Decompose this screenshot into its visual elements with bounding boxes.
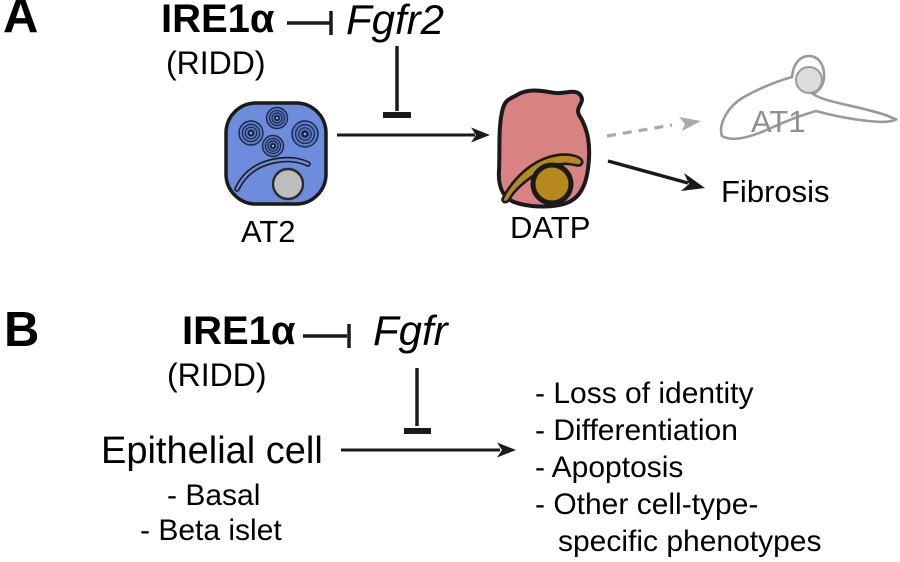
at2-label: AT2	[241, 214, 296, 249]
outcome-other-cell-type: - Other cell-type-	[535, 488, 759, 521]
datp-er	[501, 153, 584, 204]
panel-b-arrow-epithelial-to-outcomes	[341, 442, 516, 458]
panel-b-label: B	[4, 303, 40, 357]
panel-a-arrow-at2-to-datp	[337, 127, 490, 143]
at2-er	[234, 156, 311, 192]
outcome-list: - Loss of identity - Differentiation - A…	[535, 375, 822, 560]
panel-a-ire1a: IRE1α	[161, 0, 275, 41]
datp-label: DATP	[510, 210, 591, 245]
at2-nucleus	[271, 167, 305, 201]
epithelial-cell-label: Epithelial cell	[101, 430, 323, 472]
panel-b-ridd: (RIDD)	[167, 357, 267, 393]
panel-a-inhibit-vertical	[383, 46, 411, 118]
at1-label: AT1	[751, 104, 806, 139]
panel-a-ridd: (RIDD)	[166, 45, 266, 81]
at1-cell	[719, 54, 898, 140]
at2-cell	[224, 101, 328, 206]
outcome-differentiation: - Differentiation	[535, 414, 738, 447]
at2-lamellar-bodies	[238, 106, 319, 158]
outcome-apoptosis: - Apoptosis	[535, 451, 684, 484]
panel-a-label: A	[3, 0, 39, 43]
panel-a-dashed-arrow-to-at1	[606, 117, 701, 138]
datp-cell	[496, 88, 592, 209]
at1-nucleus	[795, 66, 823, 94]
datp-nucleus	[530, 162, 574, 206]
cell-type-beta-islet: - Beta islet	[140, 514, 282, 547]
panel-b-fgfr: Fgfr	[373, 307, 448, 354]
at1-cell-body	[719, 54, 898, 140]
panel-b-inhibit-vertical	[404, 368, 431, 434]
panel-b-ire1a: IRE1α	[182, 309, 296, 353]
outcome-specific-phenotypes: specific phenotypes	[558, 525, 822, 558]
panel-a-inhibit-top	[287, 11, 333, 35]
outcome-loss-of-identity: - Loss of identity	[535, 377, 754, 410]
cell-type-basal: - Basal	[167, 479, 261, 512]
panel-a-fgfr2: Fgfr2	[346, 0, 445, 43]
panel-b-inhibit-top	[303, 324, 351, 348]
panel-a-arrow-to-fibrosis	[607, 159, 705, 191]
fibrosis-label: Fibrosis	[721, 174, 830, 209]
